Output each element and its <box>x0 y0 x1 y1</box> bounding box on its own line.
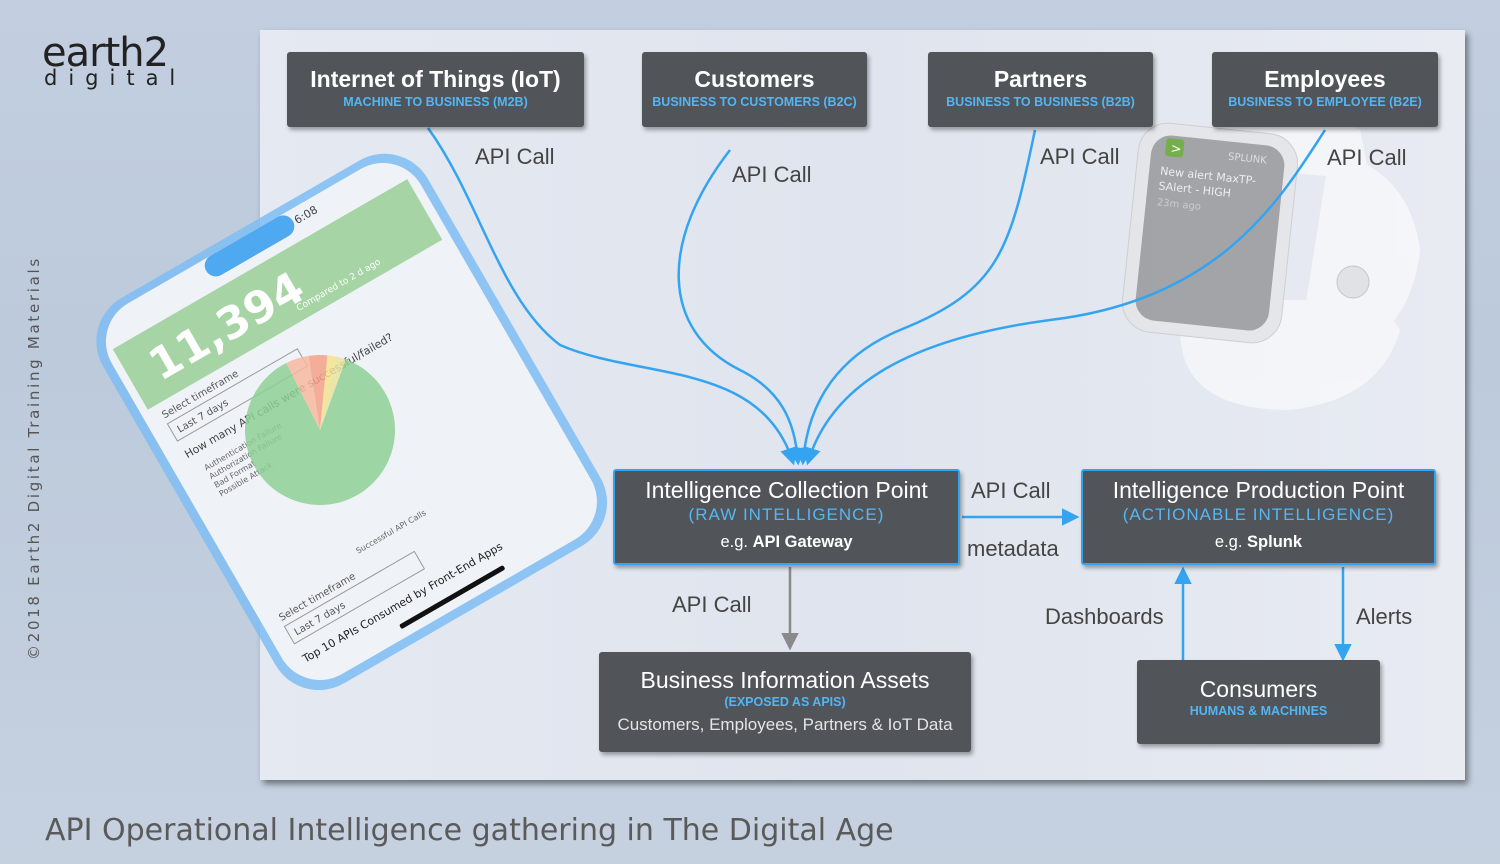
pie-slice-authentication-failure <box>286 355 320 430</box>
watch-app-name: SPLUNK <box>1227 151 1267 166</box>
label-api-call-partners: API Call <box>1040 144 1120 169</box>
source-subtitle-employees: BUSINESS TO EMPLOYEE (B2E) <box>1228 95 1422 109</box>
source-box-partners: Partners BUSINESS TO BUSINESS (B2B) <box>928 52 1153 127</box>
consumers-box: Consumers HUMANS & MACHINES <box>1137 660 1380 744</box>
splunk-app-icon <box>1165 138 1185 158</box>
watch-alert-time: 23m ago <box>1156 197 1201 213</box>
consumers-title: Consumers <box>1199 676 1318 702</box>
source-subtitle-partners: BUSINESS TO BUSINESS (B2B) <box>946 95 1135 109</box>
earth2-digital-logo: earth2 digital <box>42 30 175 90</box>
phone-notch <box>204 215 295 277</box>
label-alerts: Alerts <box>1356 604 1413 629</box>
watch-band-side <box>1300 150 1420 360</box>
collection-eg-prefix: e.g. <box>720 533 748 551</box>
source-title-iot: Internet of Things (IoT) <box>310 66 561 92</box>
assets-subtitle: (EXPOSED AS APIS) <box>724 695 846 709</box>
pie-slice-possible-attack <box>320 356 346 430</box>
consumers-subtitle: HUMANS & MACHINES <box>1189 704 1328 718</box>
arrow-employees-to-collection <box>803 129 1327 466</box>
production-point-box: Intelligence Production Point (ACTIONABL… <box>1081 469 1436 565</box>
collection-point-box: Intelligence Collection Point (RAW INTEL… <box>613 469 960 565</box>
production-title: Intelligence Production Point <box>1112 477 1405 503</box>
source-title-customers: Customers <box>694 66 815 92</box>
production-example: e.g. Splunk <box>1083 533 1434 552</box>
source-title-employees: Employees <box>1264 66 1386 92</box>
arrow-partners-to-collection <box>795 129 1037 466</box>
production-eg-value: Splunk <box>1247 533 1303 551</box>
label-api-call-iot: API Call <box>475 144 555 169</box>
page-caption: API Operational Intelligence gathering i… <box>45 813 894 848</box>
pie-slice-successful-api-calls <box>244 359 395 505</box>
arrow-iot-to-collection <box>426 127 797 466</box>
assets-title: Business Information Assets <box>640 667 930 693</box>
production-subtitle: (ACTIONABLE INTELLIGENCE) <box>1122 505 1395 524</box>
label-metadata: metadata <box>967 536 1059 561</box>
phone-dropdown-2[interactable] <box>283 550 426 645</box>
splunk-chevron-icon: > <box>1170 141 1182 157</box>
pie-slice-bad-format <box>320 355 337 430</box>
source-box-customers: Customers BUSINESS TO CUSTOMERS (B2C) <box>642 52 867 127</box>
phone-home-indicator <box>399 565 505 629</box>
watch-screen <box>1135 135 1285 331</box>
source-box-iot: Internet of Things (IoT) MACHINE TO BUSI… <box>287 52 584 127</box>
arrow-customers-to-collection <box>677 149 806 466</box>
label-api-call-mid: API Call <box>971 478 1051 503</box>
label-api-call-customers: API Call <box>732 162 812 187</box>
phone-kpi-banner <box>112 179 443 410</box>
label-dashboards: Dashboards <box>1045 604 1164 629</box>
collection-eg-value: API Gateway <box>752 533 853 551</box>
pie-chart <box>244 355 395 505</box>
label-api-call-down: API Call <box>672 592 752 617</box>
assets-detail: Customers, Employees, Partners & IoT Dat… <box>617 715 953 734</box>
label-api-call-employees: API Call <box>1327 145 1407 170</box>
logo-sub-text: digital <box>44 66 187 90</box>
source-title-partners: Partners <box>993 66 1088 92</box>
collection-title: Intelligence Collection Point <box>645 477 928 503</box>
source-subtitle-iot: MACHINE TO BUSINESS (M2B) <box>343 95 528 109</box>
business-assets-box: Business Information Assets (EXPOSED AS … <box>599 652 971 752</box>
source-subtitle-customers: BUSINESS TO CUSTOMERS (B2C) <box>652 95 857 109</box>
watch-crown <box>1336 265 1370 299</box>
pie-slice-authorization-failure <box>308 355 328 430</box>
source-box-employees: Employees BUSINESS TO EMPLOYEE (B2E) <box>1212 52 1438 127</box>
logo-main-text: earth2 <box>42 30 169 76</box>
collection-subtitle: (RAW INTELLIGENCE) <box>688 505 885 524</box>
collection-example: e.g. API Gateway <box>615 533 958 552</box>
production-eg-prefix: e.g. <box>1214 533 1243 551</box>
